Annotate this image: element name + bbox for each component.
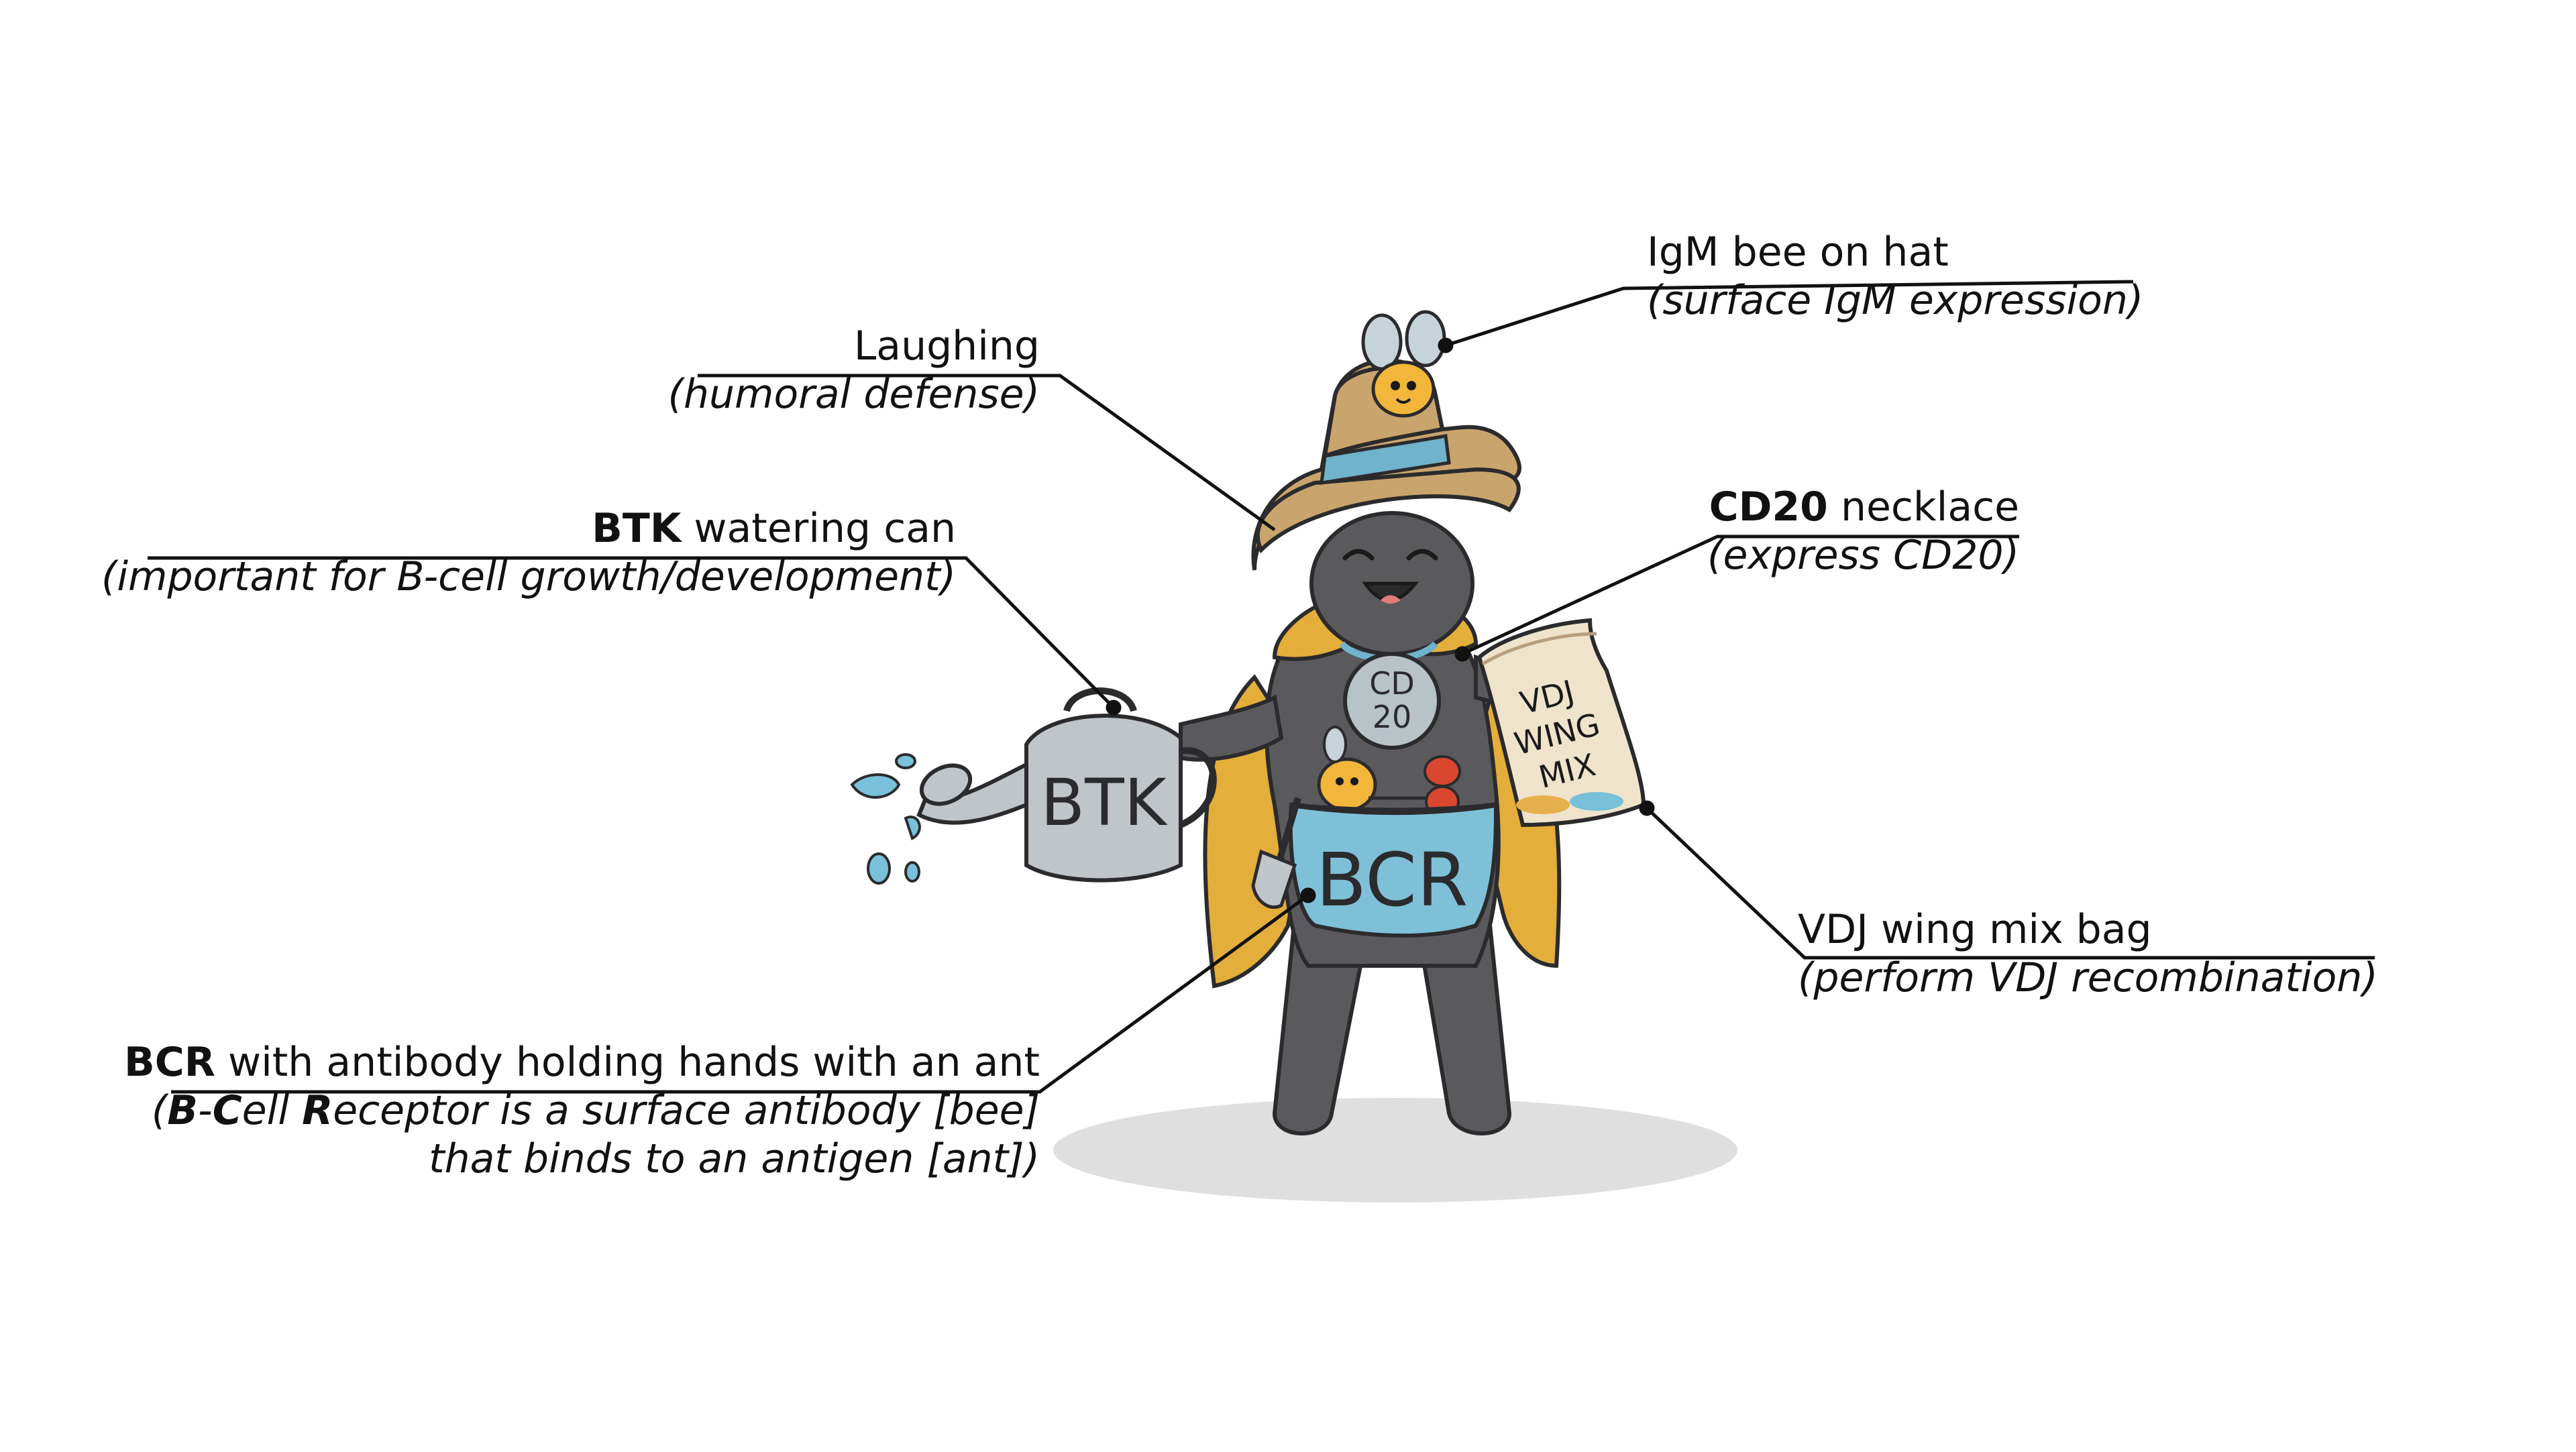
bcr-title: BCR with antibody holding hands with an …	[124, 1038, 1040, 1086]
leader-igm-dot	[1438, 337, 1454, 353]
bcr-title-bold: BCR	[123, 1039, 215, 1086]
igm-subtitle: (surface IgM expression)	[1647, 277, 2144, 324]
annotation-btk: BTK watering can (important for B-cell g…	[101, 504, 956, 601]
leader-cd20	[1461, 535, 2019, 656]
necklace-text-line1: CD	[1369, 665, 1415, 702]
bcr-sub-dash: -	[198, 1087, 213, 1134]
vdj-wing-mix-bag: VDJ WING MIX	[1477, 618, 1646, 828]
leader-cd20-dot	[1454, 646, 1470, 662]
cd20-title-rest: necklace	[1827, 484, 2019, 530]
vdj-title: VDJ wing mix bag	[1798, 906, 2152, 953]
leader-btk	[148, 556, 1115, 709]
leader-bcr-dot	[1300, 887, 1316, 903]
annotation-vdj: VDJ wing mix bag (perform VDJ recombinat…	[1798, 905, 2378, 1002]
bcr-subtitle-line1: (B-Cell Receptor is a surface antibody […	[124, 1086, 1040, 1135]
cd20-subtitle: (express CD20)	[1707, 532, 2019, 579]
leader-vdj-dot	[1639, 800, 1655, 816]
bcr-sub-c: C	[212, 1087, 242, 1134]
btk-watering-can: BTK	[916, 687, 1217, 883]
leader-vdj	[1646, 807, 2375, 960]
laughing-face	[1342, 549, 1438, 604]
leader-igm	[1445, 280, 2134, 347]
legs	[1272, 915, 1512, 1135]
bcr-title-rest: with antibody holding hands with an ant	[215, 1039, 1040, 1086]
leader-bcr	[171, 893, 1309, 1094]
ground-shadow	[1053, 1098, 1737, 1203]
btk-title-rest: watering can	[681, 505, 956, 552]
igm-title: IgM bee on hat	[1647, 229, 1949, 276]
water-drops	[850, 753, 921, 885]
leader-lines	[148, 280, 2375, 1094]
bcr-sub-b: B	[167, 1087, 199, 1134]
leader-btk-dot	[1106, 700, 1122, 716]
igm-bee-icon	[1361, 310, 1446, 418]
bcr-sub-rest: eceptor is a surface antibody [bee]	[333, 1087, 1040, 1134]
cd20-title: CD20 necklace	[1707, 483, 2019, 531]
pouch-text: BCR	[1316, 837, 1468, 923]
can-text: BTK	[1040, 765, 1168, 840]
bcr-sub-ell: ell	[241, 1087, 303, 1134]
btk-title-bold: BTK	[592, 505, 682, 552]
vdj-subtitle: (perform VDJ recombination)	[1798, 954, 2378, 1001]
btk-subtitle: (important for B-cell growth/development…	[101, 553, 956, 600]
annotation-bcr: BCR with antibody holding hands with an …	[124, 1038, 1040, 1183]
bcr-subtitle-line2: that binds to an antigen [ant])	[429, 1135, 1040, 1182]
laughing-subtitle: (humoral defense)	[667, 371, 1040, 418]
laughing-title: Laughing	[853, 323, 1040, 370]
shovel	[1251, 797, 1301, 909]
btk-title: BTK watering can	[101, 504, 956, 553]
annotation-laughing: Laughing (humoral defense)	[668, 322, 1040, 418]
necklace-text-line2: 20	[1373, 699, 1412, 735]
leader-laughing	[698, 374, 1276, 532]
bcr-sub-r: R	[302, 1087, 333, 1134]
bcr-sub-open: (	[151, 1087, 168, 1134]
annotation-cd20: CD20 necklace (express CD20)	[1707, 483, 2019, 579]
annotation-igm: IgM bee on hat (surface IgM expression)	[1647, 228, 2143, 325]
cd20-title-bold: CD20	[1709, 484, 1828, 530]
bcr-pouch: BCR	[1288, 726, 1499, 938]
cd20-necklace: CD 20	[1339, 641, 1441, 750]
